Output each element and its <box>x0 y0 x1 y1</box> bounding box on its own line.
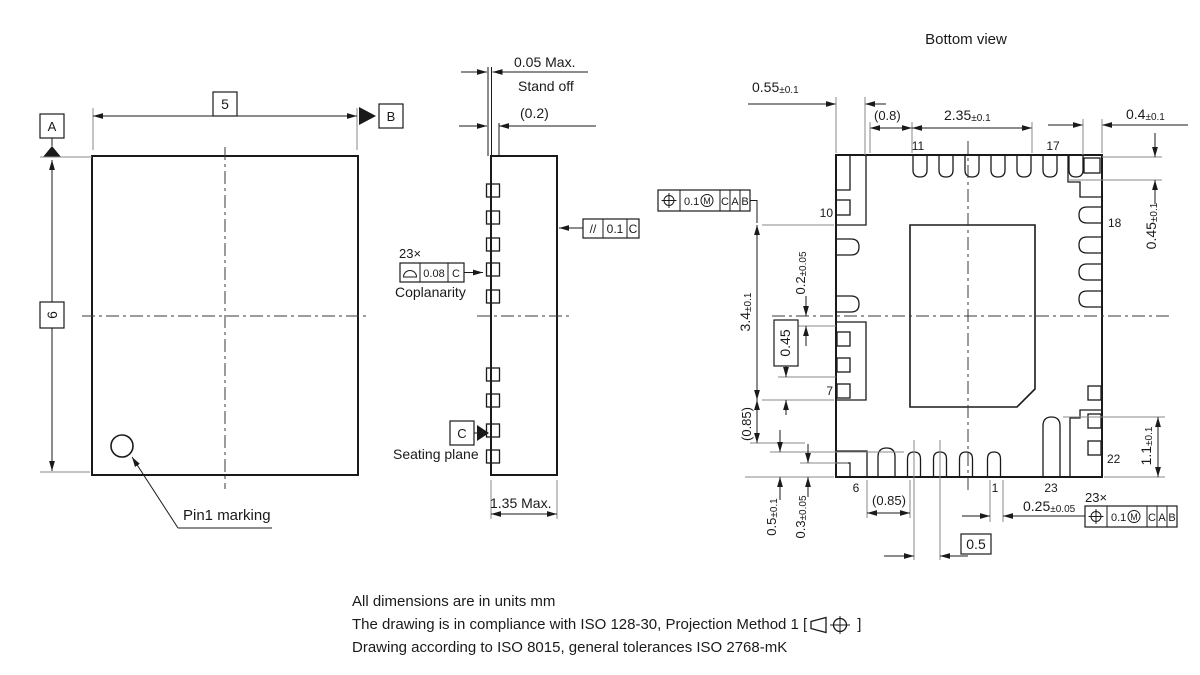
parallelism-datum: C <box>629 222 638 236</box>
note-tolerances: Drawing according to ISO 8015, general t… <box>352 639 788 656</box>
dim-03: 0.3±0.05 <box>793 495 809 538</box>
bottom-edge-pads <box>877 416 1061 477</box>
datum-b-triangle-icon <box>359 107 376 125</box>
lead-thickness-label: (0.2) <box>520 105 549 121</box>
note-projection-text: The drawing is in compliance with ISO 12… <box>352 616 808 633</box>
dim-box <box>212 91 238 117</box>
bottom-view-title: Bottom view <box>925 31 1007 48</box>
fcf-tol: 0.1 <box>684 196 699 208</box>
max-height-label: 1.35 Max. <box>490 495 551 511</box>
pin-labels: 10 7 11 17 18 22 6 1 23 <box>820 139 1122 495</box>
dim-055: 0.55±0.1 <box>752 79 799 96</box>
position-fcf-right: 23× 0.1 M C A B <box>1084 490 1178 528</box>
coplanarity-tol: 0.08 <box>423 268 444 280</box>
pad-23 <box>1042 416 1061 477</box>
dim-085-left: (0.85) <box>739 407 754 441</box>
lead-count-label: 23× <box>399 246 421 261</box>
datum-a-label: A <box>48 119 57 134</box>
side-view-body-outline <box>490 155 558 476</box>
coplanarity-fcf: 23× 0.08 C Coplanarity <box>395 246 483 300</box>
datum-b-box <box>378 103 404 129</box>
datum-c-label: C <box>457 426 466 441</box>
parallelism-tol: 0.1 <box>607 222 624 236</box>
fcf-datum-2: A <box>731 196 739 208</box>
pin-label-22: 22 <box>1107 452 1121 466</box>
coplanarity-datum: C <box>452 268 460 280</box>
note-units: All dimensions are in units mm <box>352 593 556 610</box>
fcf-datum-1: C <box>1148 512 1156 524</box>
projection-method-icon <box>810 615 851 634</box>
dim-025: 0.25±0.05 <box>1023 498 1076 515</box>
pad-count-label: 23× <box>1085 490 1107 505</box>
corner-pads <box>835 155 1102 478</box>
dim-04: 0.4±0.1 <box>1126 106 1165 123</box>
pin1-marking-label: Pin1 marking <box>183 507 271 524</box>
dim-height-label: 6 <box>44 311 60 319</box>
bottom-view: Bottom view <box>657 31 1188 560</box>
side-view-pads <box>485 183 501 464</box>
seating-plane-label: Seating plane <box>393 446 479 462</box>
datum-b-label: B <box>387 109 396 124</box>
note-projection: The drawing is in compliance with ISO 12… <box>352 613 861 636</box>
dim-05-box: 0.5 <box>966 536 986 552</box>
pin-label-6: 6 <box>853 481 860 495</box>
fcf-datum-3: B <box>1168 512 1175 524</box>
dim-085-bottom: (0.85) <box>872 493 906 508</box>
dim-235: 2.35±0.1 <box>944 107 991 124</box>
datum-a-box <box>39 113 65 139</box>
dim-34: 3.4±0.1 <box>737 292 754 331</box>
dim-045-right: 0.45±0.1 <box>1143 202 1160 249</box>
standoff-value: 0.05 Max. <box>514 54 575 70</box>
top-edge-pads <box>912 155 1084 178</box>
fcf-datum-2: A <box>1158 512 1166 524</box>
coplanarity-symbol-icon <box>402 270 418 278</box>
side-view: 0.05 Max. Stand off (0.2) // 0.1 C <box>393 54 640 519</box>
note-projection-bracket: ] <box>857 616 862 633</box>
left-edge-pads <box>836 238 867 401</box>
pin-label-11: 11 <box>912 139 925 153</box>
fcf-datum-1: C <box>721 196 729 208</box>
right-edge-pads <box>1078 206 1102 308</box>
top-view: 5 B A 6 Pin1 marking <box>39 91 404 529</box>
datum-c: C Seating plane <box>393 420 489 462</box>
mmc-modifier-icon <box>1127 510 1141 523</box>
pin-label-10: 10 <box>820 206 834 220</box>
coplanarity-label: Coplanarity <box>395 284 466 300</box>
parallelism-fcf: // 0.1 C <box>559 218 640 239</box>
fcf-datum-3: B <box>741 196 748 208</box>
dim-11: 1.1±0.1 <box>1138 426 1155 465</box>
dim-width-label: 5 <box>221 96 229 112</box>
pin-label-18: 18 <box>1108 216 1122 230</box>
dim-08: (0.8) <box>874 108 901 123</box>
dim-05-left: 0.5±0.1 <box>764 498 780 536</box>
exposed-pad <box>909 224 1036 408</box>
fcf-modifier: M <box>1130 512 1138 522</box>
datum-a-triangle-icon <box>43 146 61 157</box>
pin-label-23: 23 <box>1044 481 1058 495</box>
position-fcf-left: 0.1 M C A B <box>657 189 758 223</box>
dim-box <box>39 301 65 329</box>
drawing-notes: All dimensions are in units mm The drawi… <box>352 590 861 659</box>
pin1-leader <box>131 456 179 529</box>
fcf-modifier: M <box>703 196 711 206</box>
standoff-label: Stand off <box>518 78 574 94</box>
pin-label-1: 1 <box>992 481 999 495</box>
pin1-marking-circle <box>110 434 134 458</box>
pin-label-7: 7 <box>826 384 833 398</box>
pin-label-17: 17 <box>1046 139 1060 153</box>
fcf-tol: 0.1 <box>1111 512 1126 524</box>
dim-box <box>960 533 992 555</box>
datum-c-triangle-icon <box>477 425 489 441</box>
mmc-modifier-icon <box>700 194 714 207</box>
dim-02: 0.2±0.05 <box>793 251 809 294</box>
datum-c-box <box>449 420 475 446</box>
parallelism-symbol: // <box>590 222 597 236</box>
dim-045-box: 0.45 <box>777 329 793 356</box>
